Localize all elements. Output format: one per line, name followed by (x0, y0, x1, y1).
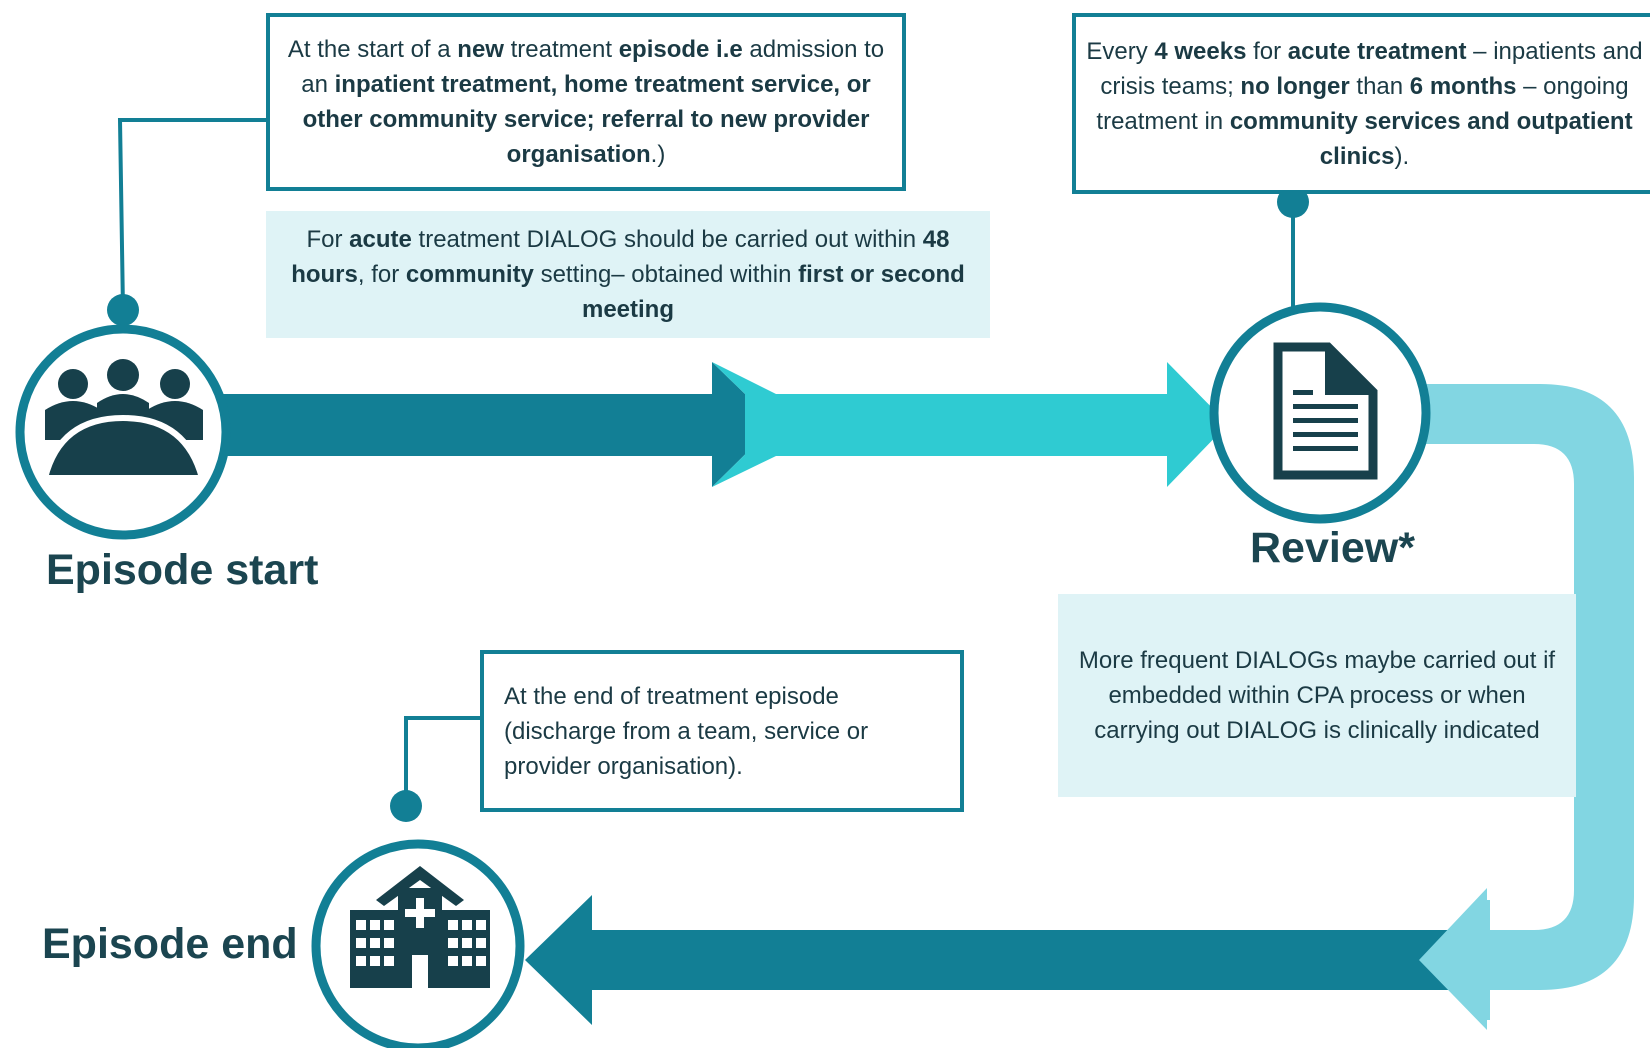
text-segment: setting– obtained within (533, 261, 799, 288)
text-segment: than (1349, 72, 1410, 100)
text-segment: community services and outpatient clinic… (1229, 107, 1633, 170)
text-segment: At the end of treatment episode (dischar… (504, 682, 869, 780)
box-text: Every 4 weeks for acute treatment – inpa… (1086, 34, 1643, 174)
start-connector (117, 118, 270, 311)
text-segment: More frequent DIALOGs maybe carried out … (1078, 647, 1556, 744)
text-segment: treatment DIALOG should be carried out w… (411, 226, 923, 253)
start-arrow (215, 362, 776, 487)
text-segment: ). (1394, 142, 1410, 170)
start-note: For acute treatment DIALOG should be car… (266, 211, 990, 338)
text-segment: 4 weeks (1154, 37, 1247, 65)
text-segment: 48 hours (291, 226, 950, 288)
text-segment: new (457, 36, 504, 63)
text-segment: admission to an (301, 36, 885, 98)
text-segment: Every (1086, 37, 1155, 65)
end-label: Episode end (42, 920, 298, 968)
box-text: More frequent DIALOGs maybe carried out … (1076, 643, 1558, 748)
text-segment: community (405, 261, 534, 288)
return-arrowhead-light-tip (1487, 900, 1490, 1020)
text-segment: no longer (1240, 72, 1350, 100)
start-connector-dot (107, 294, 139, 326)
box-text: At the start of a new treatment episode … (280, 32, 892, 172)
hospital-icon (350, 866, 490, 988)
text-segment: .) (650, 141, 666, 168)
start-label: Episode start (46, 546, 319, 594)
group-meeting-icon (41, 359, 206, 481)
review-connector-dot (1277, 186, 1309, 218)
text-segment: inpatient treatment, home treatment serv… (302, 71, 871, 168)
return-arrowhead (1419, 888, 1487, 1030)
box-text: At the end of treatment episode (dischar… (504, 679, 950, 784)
return-path (1400, 384, 1634, 990)
end-connector (404, 716, 482, 806)
end-connector-dot (390, 790, 422, 822)
text-segment: , for (357, 261, 406, 288)
end-info-box: At the end of treatment episode (dischar… (480, 650, 964, 812)
text-segment: acute (349, 226, 412, 253)
review-label: Review* (1250, 524, 1415, 572)
text-segment: first or second meeting (581, 261, 965, 323)
text-segment: treatment (503, 36, 619, 63)
review-node (1209, 302, 1431, 524)
text-segment: 6 months (1409, 72, 1517, 100)
return-arrow (525, 895, 1474, 1025)
document-icon (1273, 342, 1378, 480)
text-segment: acute treatment (1287, 37, 1467, 65)
text-segment: for (1246, 37, 1288, 65)
text-segment: episode i.e (618, 36, 743, 63)
review-arrow (712, 362, 1228, 487)
review-arrow-fill (745, 394, 776, 456)
text-segment: – inpatients and crisis teams; (1100, 37, 1643, 100)
text-segment: – ongoing treatment in (1096, 72, 1629, 135)
text-segment: At the start of a (287, 36, 458, 63)
text-segment: For (306, 226, 350, 253)
review-info-box: Every 4 weeks for acute treatment – inpa… (1072, 13, 1650, 194)
review-note: More frequent DIALOGs maybe carried out … (1058, 594, 1576, 797)
start-info-box: At the start of a new treatment episode … (266, 13, 906, 191)
box-text: For acute treatment DIALOG should be car… (284, 222, 972, 327)
